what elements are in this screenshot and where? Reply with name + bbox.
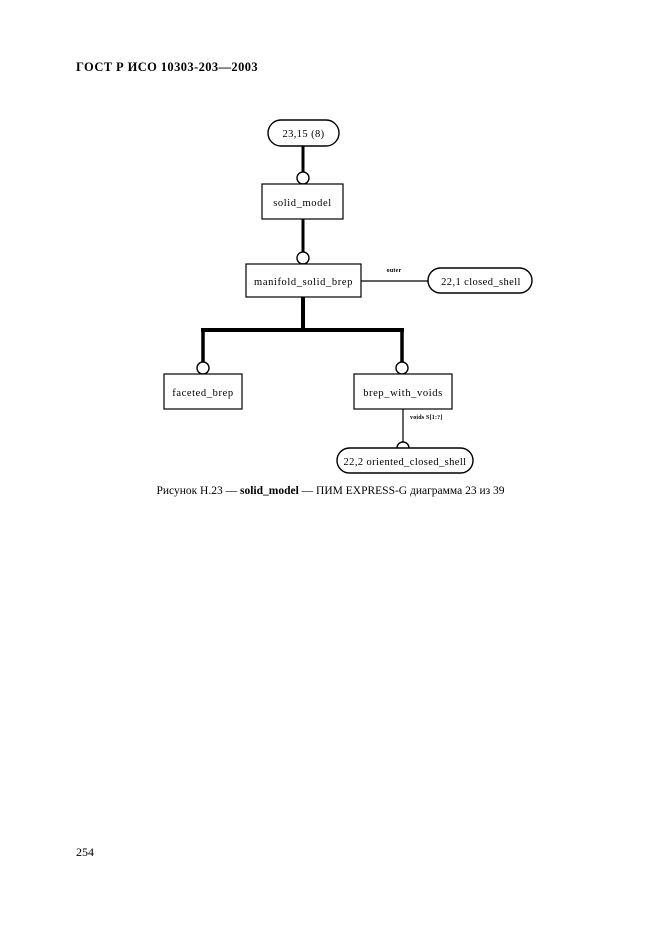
subtype-circle-brep-with-voids xyxy=(395,361,409,375)
node-page-ref-top-label: 23,15 (8) xyxy=(282,129,324,140)
node-solid-model-label: solid_model xyxy=(273,198,332,209)
express-g-diagram: 23,15 (8) solid_model manifold_solid_bre… xyxy=(163,119,533,474)
supertype-circle-manifold-solid-brep xyxy=(296,251,310,265)
node-oriented-closed-shell-ref-label: 22,2 oriented_closed_shell xyxy=(344,457,467,468)
node-manifold-solid-brep xyxy=(245,263,362,298)
node-brep-with-voids xyxy=(353,373,453,410)
node-closed-shell-ref-label: 22,1 closed_shell xyxy=(441,277,521,288)
node-closed-shell-ref xyxy=(427,267,533,294)
figure-caption: Рисунок Н.23 — solid_model — ПИМ EXPRESS… xyxy=(0,485,661,497)
node-faceted-brep-label: faceted_brep xyxy=(172,388,233,399)
figure-caption-subject: solid_model xyxy=(240,485,299,497)
edge-label-voids: voids S[1:?] xyxy=(410,415,443,421)
supertype-circle-solid-model xyxy=(296,171,310,185)
page-number: 254 xyxy=(76,845,94,859)
subtype-circle-faceted-brep xyxy=(196,361,210,375)
node-faceted-brep xyxy=(163,373,243,410)
figure-caption-suffix: — ПИМ EXPRESS-G диаграмма 23 из 39 xyxy=(298,485,505,497)
node-manifold-solid-brep-label: manifold_solid_brep xyxy=(254,277,353,288)
node-page-ref-top xyxy=(267,119,340,147)
figure-caption-prefix: Рисунок Н.23 — xyxy=(156,485,240,497)
node-brep-with-voids-label: brep_with_voids xyxy=(363,388,443,399)
node-oriented-closed-shell-ref xyxy=(336,447,474,474)
diagram-canvas: 23,15 (8) solid_model manifold_solid_bre… xyxy=(163,119,533,474)
edge-label-outer: outer xyxy=(387,268,402,274)
document-header: ГОСТ Р ИСО 10303-203—2003 xyxy=(76,60,259,74)
